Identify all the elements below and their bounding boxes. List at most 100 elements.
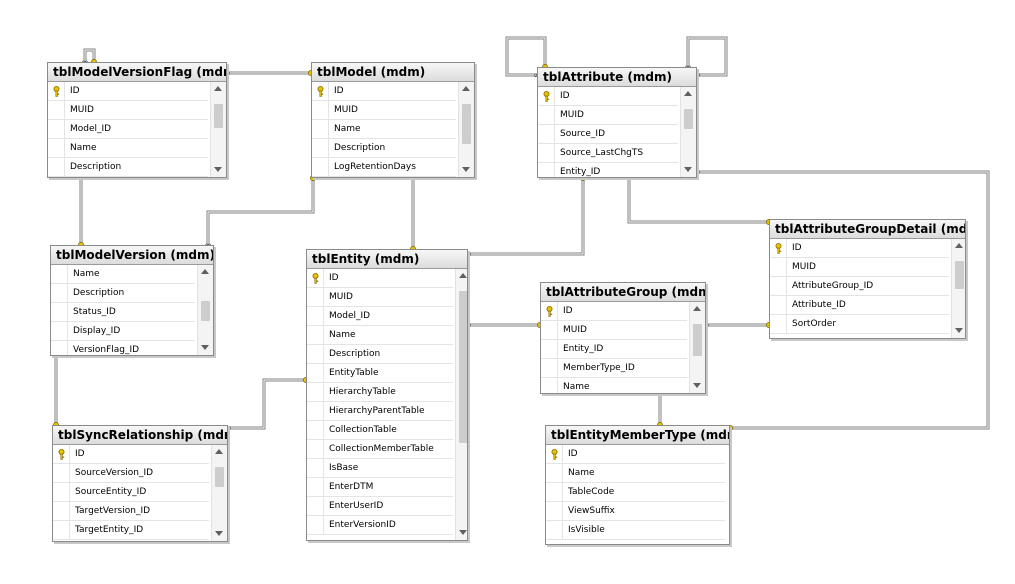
row-selector[interactable]: [307, 364, 324, 382]
row-selector[interactable]: [538, 106, 555, 124]
column-row[interactable]: AttributeGroup_ID: [770, 277, 949, 296]
relationship-line[interactable]: ∞: [409, 174, 417, 252]
column-row[interactable]: HierarchyParentTable: [307, 402, 453, 421]
row-selector[interactable]: [48, 158, 65, 176]
vertical-scrollbar[interactable]: [680, 87, 696, 177]
row-selector[interactable]: [53, 483, 70, 501]
scroll-down-icon[interactable]: [681, 163, 696, 177]
column-row[interactable]: Model_ID: [307, 307, 453, 326]
row-selector[interactable]: [307, 402, 324, 420]
vertical-scrollbar[interactable]: [951, 239, 965, 338]
column-row[interactable]: EnterVersionID: [307, 516, 453, 535]
column-row[interactable]: Description: [51, 284, 195, 303]
row-selector[interactable]: [307, 288, 324, 306]
column-row[interactable]: VersionFlag_ID: [51, 341, 195, 355]
column-row[interactable]: Name: [48, 139, 208, 158]
row-selector[interactable]: [546, 464, 563, 482]
column-row[interactable]: TargetEntity_ID: [53, 521, 209, 540]
row-selector[interactable]: [307, 421, 324, 439]
column-row[interactable]: TableCode: [546, 483, 725, 502]
scroll-thumb[interactable]: [693, 324, 702, 356]
row-selector[interactable]: [51, 265, 68, 283]
row-selector[interactable]: [538, 163, 555, 177]
column-row[interactable]: Name: [546, 464, 725, 483]
row-selector[interactable]: [546, 483, 563, 501]
column-row[interactable]: Name: [307, 326, 453, 345]
vertical-scrollbar[interactable]: [458, 82, 474, 177]
scroll-down-icon[interactable]: [459, 163, 474, 177]
row-selector[interactable]: [53, 521, 70, 539]
scroll-thumb[interactable]: [955, 261, 964, 289]
scroll-up-icon[interactable]: [681, 87, 696, 101]
column-row[interactable]: Entity_ID: [541, 340, 687, 359]
row-selector[interactable]: [307, 345, 324, 363]
row-selector[interactable]: [312, 120, 329, 138]
row-selector[interactable]: [770, 239, 787, 257]
row-selector[interactable]: [307, 269, 324, 287]
row-selector[interactable]: [307, 478, 324, 496]
scroll-down-icon[interactable]: [211, 163, 226, 177]
column-row[interactable]: EnterUserID: [307, 497, 453, 516]
row-selector[interactable]: [770, 277, 787, 295]
relationship-line[interactable]: ∞: [224, 377, 309, 434]
scroll-down-icon[interactable]: [690, 379, 705, 393]
vertical-scrollbar[interactable]: [455, 269, 467, 540]
column-row[interactable]: ID: [538, 87, 678, 106]
column-row[interactable]: MUID: [770, 258, 949, 277]
row-selector[interactable]: [312, 139, 329, 157]
scroll-up-icon[interactable]: [690, 302, 705, 316]
column-row[interactable]: Model_ID: [48, 120, 208, 139]
row-selector[interactable]: [48, 82, 65, 100]
column-row[interactable]: Source_ID: [538, 125, 678, 144]
scroll-up-icon[interactable]: [459, 82, 474, 96]
column-row[interactable]: ID: [546, 445, 725, 464]
column-row[interactable]: Description: [312, 139, 456, 158]
column-row[interactable]: CollectionTable: [307, 421, 453, 440]
row-selector[interactable]: [541, 378, 558, 393]
row-selector[interactable]: [307, 459, 324, 477]
scroll-up-icon[interactable]: [198, 265, 213, 279]
column-row[interactable]: ID: [307, 269, 453, 288]
column-row[interactable]: Entity_ID: [538, 163, 678, 177]
row-selector[interactable]: [546, 445, 563, 463]
column-row[interactable]: HierarchyTable: [307, 383, 453, 402]
row-selector[interactable]: [307, 516, 324, 534]
row-selector[interactable]: [546, 521, 563, 539]
row-selector[interactable]: [307, 307, 324, 325]
column-row[interactable]: MUID: [312, 101, 456, 120]
row-selector[interactable]: [307, 440, 324, 458]
column-row[interactable]: Display_ID: [51, 322, 195, 341]
column-row[interactable]: SourceVersion_ID: [53, 464, 209, 483]
relationship-line[interactable]: ∞: [702, 321, 772, 331]
scroll-down-icon[interactable]: [198, 341, 213, 355]
row-selector[interactable]: [307, 497, 324, 515]
row-selector[interactable]: [48, 120, 65, 138]
row-selector[interactable]: [51, 341, 68, 355]
row-selector[interactable]: [48, 139, 65, 157]
column-row[interactable]: SortOrder: [770, 315, 949, 334]
scroll-up-icon[interactable]: [952, 239, 965, 253]
relationship-line[interactable]: ∞: [656, 390, 664, 428]
column-row[interactable]: ID: [53, 445, 209, 464]
row-selector[interactable]: [538, 87, 555, 105]
column-row[interactable]: Attribute_ID: [770, 296, 949, 315]
column-row[interactable]: LogRetentionDays: [312, 158, 456, 177]
column-row[interactable]: Description: [307, 345, 453, 364]
row-selector[interactable]: [312, 101, 329, 119]
column-row[interactable]: MemberType_ID: [541, 359, 687, 378]
row-selector[interactable]: [53, 502, 70, 520]
row-selector[interactable]: [51, 303, 68, 321]
vertical-scrollbar[interactable]: [211, 445, 227, 541]
row-selector[interactable]: [307, 383, 324, 401]
row-selector[interactable]: [541, 340, 558, 358]
